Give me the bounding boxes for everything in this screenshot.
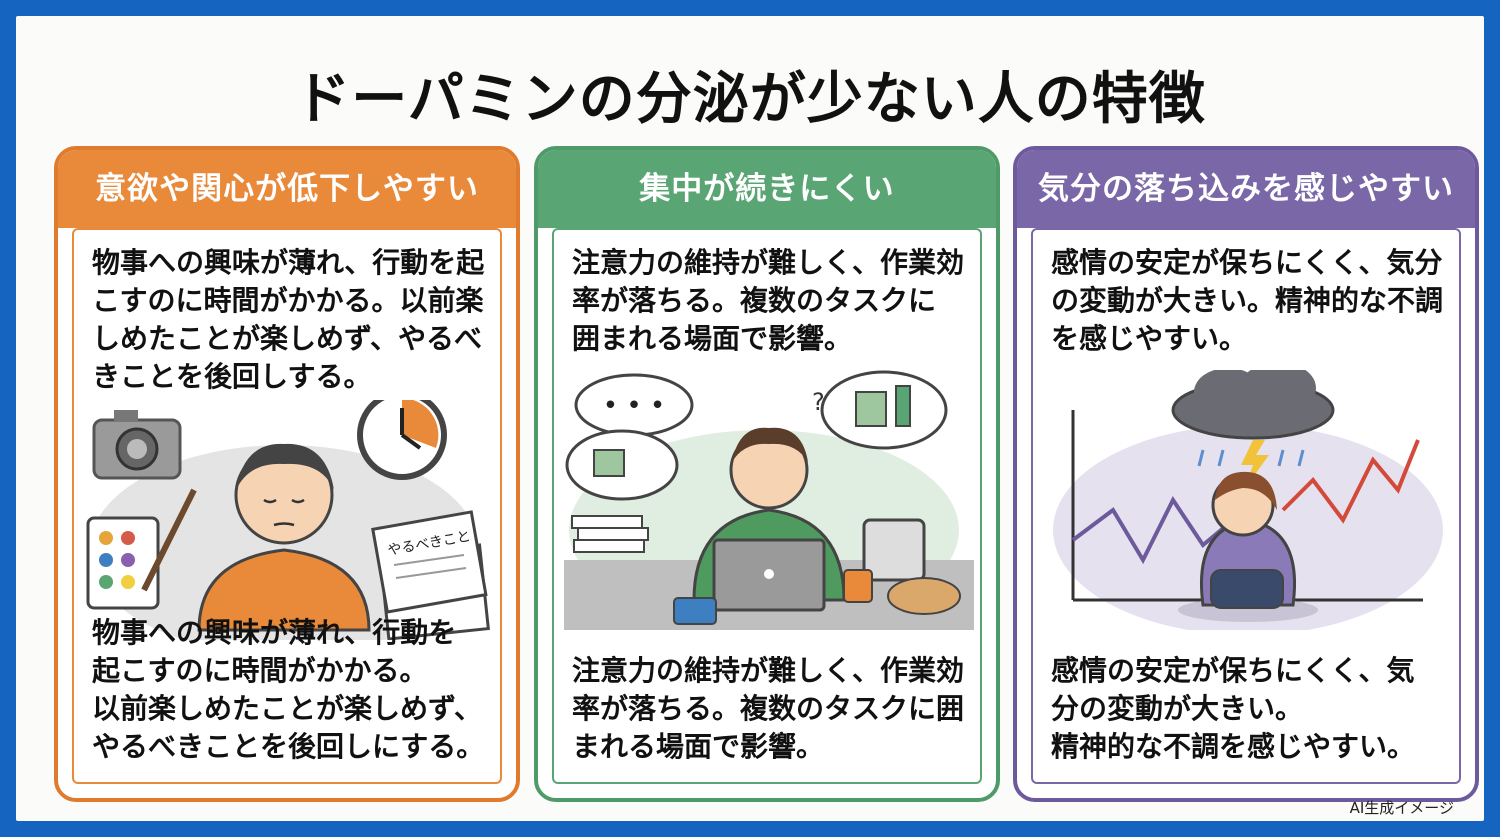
person-figure [197,443,371,632]
card-focus: 集中が続きにくい 注意力の維持が難しく、作業効 率が落ちる。複数のタスクに 囲ま… [534,146,1000,802]
card-heading: 気分の落ち込みを感じやすい [1017,150,1475,228]
mood-illustration [1053,370,1443,630]
card-text-top: 物事への興味が薄れ、行動を起 こすのに時間がかかる。以前楽 しめたことが楽しめず… [92,246,485,393]
card-body: 物事への興味が薄れ、行動を起 こすのに時間がかかる。以前楽 しめたことが楽しめず… [72,228,502,784]
sad-person-figure [1178,471,1318,622]
card-heading: 集中が続きにくい [538,150,996,228]
card-text-bottom: 感情の安定が保ちにくく、気 分の変動が大きい。 精神的な不調を感じやすい。 [1051,654,1416,763]
svg-text:?: ? [812,388,825,416]
credit-label: AI生成イメージ [1349,799,1454,817]
thought-bubble-icon: • • • [565,370,948,501]
palette-icon [86,488,197,610]
card-body: 注意力の維持が難しく、作業効 率が落ちる。複数のタスクに 囲まれる場面で影響。 … [552,228,982,784]
card-motivation: 意欲や関心が低下しやすい 物事への興味が薄れ、行動を起 こすのに時間がかかる。以… [54,146,520,802]
papers-icon: やるべきこと [371,510,490,640]
camera-icon [92,410,182,480]
page-title: ドーパミンの分泌が少ない人の特徴 [294,67,1206,132]
motivation-illustration: やるべきこと [86,400,490,640]
card-text-bottom: 物事への興味が薄れ、行動を 起こすのに時間がかかる。 以前楽しめたことが楽しめず… [92,616,485,763]
poster-frame: ドーパミンの分泌が少ない人の特徴 意欲や関心が低下しやすい 物事への興味が薄れ、… [16,16,1484,821]
laptop-icon [712,538,826,612]
card-text-bottom: 注意力の維持が難しく、作業効 率が落ちる。複数のタスクに囲 まれる場面で影響。 [572,654,965,763]
card-text-top: 注意力の維持が難しく、作業効 率が落ちる。複数のタスクに 囲まれる場面で影響。 [572,246,965,355]
storm-cloud-icon [1171,370,1335,488]
clock-icon [357,400,447,480]
card-text-top: 感情の安定が保ちにくく、気分 の変動が大きい。精神的な不調 を感じやすい。 [1051,246,1444,355]
card-heading: 意欲や関心が低下しやすい [58,150,516,228]
focus-illustration: • • • ? [564,370,974,630]
desk-scene: ? [564,388,974,630]
card-mood: 気分の落ち込みを感じやすい 感情の安定が保ちにくく、気分 の変動が大きい。精神的… [1013,146,1479,802]
bubble-text: • • • [603,391,666,421]
card-body: 感情の安定が保ちにくく、気分 の変動が大きい。精神的な不調 を感じやすい。 [1031,228,1461,784]
